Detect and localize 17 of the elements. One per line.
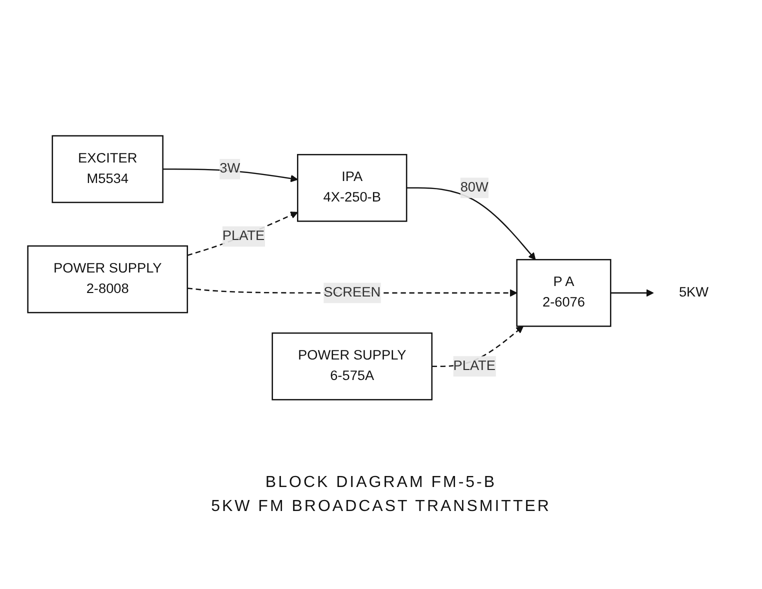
node-box: EXCITER M5534 (52, 134, 164, 203)
edge-label: PLATE (453, 358, 496, 373)
edge-label: SCREEN (324, 284, 381, 300)
arrow (610, 288, 654, 296)
arrow (162, 168, 298, 182)
diagram-caption: 5KW FM BROADCAST TRANSMITTER (211, 498, 551, 516)
node-box: POWER SUPPLY 2-8008 (27, 245, 188, 313)
node-box: P A 2-6076 (516, 258, 612, 327)
arrow (187, 211, 298, 256)
edge-label: PLATE (222, 228, 265, 244)
edge-label: 80W (460, 180, 488, 194)
node-text: 5KW (678, 284, 709, 300)
arrow (406, 187, 536, 260)
edge-label: 3W (220, 161, 240, 176)
diagram-caption: BLOCK DIAGRAM FM-5-B (264, 474, 498, 492)
node-box: IPA 4X-250-B (297, 154, 408, 222)
node-box: POWER SUPPLY 6-575A (272, 332, 433, 400)
